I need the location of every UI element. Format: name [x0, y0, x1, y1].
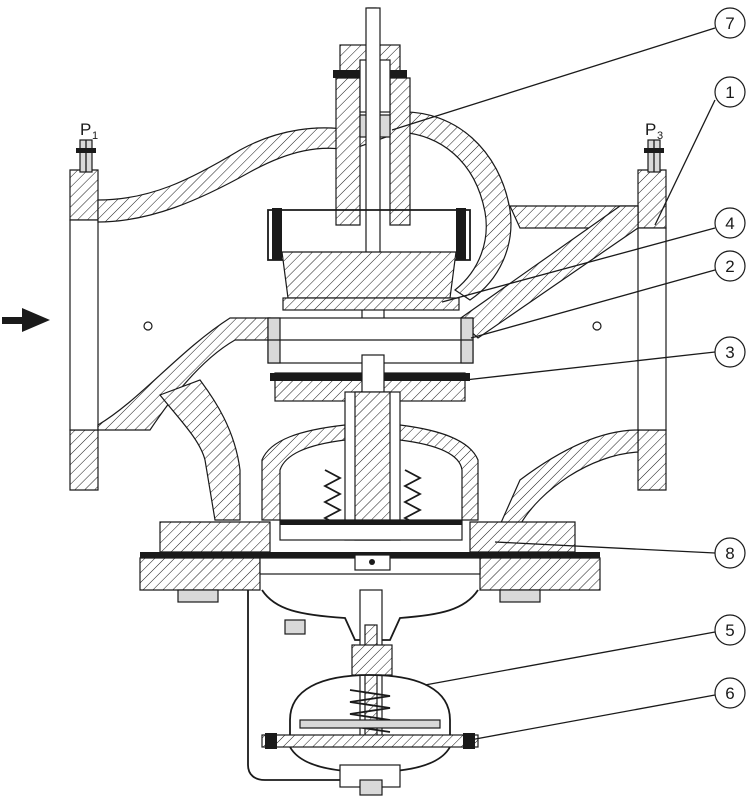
p1-label: P [80, 120, 91, 139]
leader-1 [654, 99, 716, 226]
callout-1: 1 [714, 76, 746, 108]
actuator-housing [261, 391, 479, 541]
flow-direction-arrow-icon [2, 308, 50, 332]
callout-8: 8 [714, 537, 746, 569]
callout-leaders [391, 27, 716, 741]
compression-springs [323, 469, 422, 527]
pilot-spring-housing [289, 674, 451, 746]
callout-2-number: 2 [725, 257, 734, 276]
leader-5 [424, 631, 716, 686]
control-line [247, 590, 345, 781]
pilot-diaphragm [261, 733, 479, 796]
leader-2 [470, 269, 716, 339]
callout-7: 7 [714, 7, 746, 39]
callout-2: 2 [714, 250, 746, 282]
callout-5: 5 [714, 614, 746, 646]
callout-6-number: 6 [725, 684, 734, 703]
callout-1-number: 1 [725, 83, 734, 102]
leader-4 [441, 227, 716, 303]
leader-6 [469, 694, 716, 741]
balancing-plug [270, 354, 470, 402]
callout-6: 6 [714, 677, 746, 709]
valve-plug [267, 208, 471, 311]
leader-7 [391, 27, 716, 131]
pressure-tap-p3 [644, 139, 664, 173]
p3-label: P [645, 120, 656, 139]
callout-4-number: 4 [725, 214, 734, 233]
seat-ring [267, 317, 474, 364]
callout-7-number: 7 [725, 14, 734, 33]
callout-4: 4 [714, 207, 746, 239]
callout-3-number: 3 [725, 343, 734, 362]
valve-body [69, 111, 667, 553]
callout-3: 3 [714, 336, 746, 368]
leader-8 [494, 541, 716, 554]
diaphragm-flange [139, 552, 601, 603]
leader-3 [464, 351, 716, 381]
pressure-tap-p1 [76, 139, 96, 173]
callout-8-number: 8 [725, 544, 734, 563]
p1-subscript: 1 [92, 130, 98, 142]
p3-subscript: 3 [657, 130, 663, 142]
callout-5-number: 5 [725, 621, 734, 640]
